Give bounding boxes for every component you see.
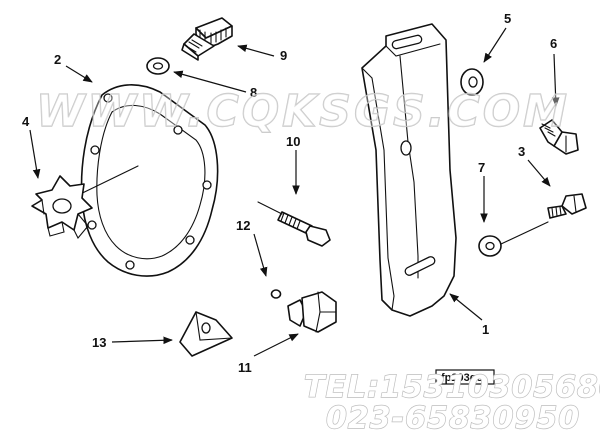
washer-part-7 bbox=[478, 221, 549, 257]
hex-bolt-part-6 bbox=[539, 119, 579, 155]
leader-12 bbox=[253, 233, 268, 277]
leader-lines bbox=[29, 27, 560, 357]
washer-part-5 bbox=[460, 68, 484, 96]
callout-3: 3 bbox=[518, 144, 525, 159]
leader-3 bbox=[527, 159, 551, 187]
hex-bolt-part-3 bbox=[547, 193, 587, 219]
callout-7: 7 bbox=[478, 160, 485, 175]
flange-bolt-part-9 bbox=[181, 17, 233, 61]
callout-9: 9 bbox=[280, 48, 287, 63]
leader-9 bbox=[237, 44, 275, 57]
gasket-plate-part-2 bbox=[67, 84, 219, 277]
hex-plug-part-11 bbox=[287, 291, 337, 333]
watermark-phone: TEL:15310305680 bbox=[304, 370, 600, 405]
leader-8 bbox=[173, 70, 247, 93]
callout-6: 6 bbox=[550, 36, 557, 51]
watermark-site: WWW.CQKSGS.COM bbox=[36, 86, 570, 137]
o-ring-part-12 bbox=[270, 289, 282, 299]
watermark: WWW.CQKSGS.COM TEL:15310305680 023-65830… bbox=[35, 85, 600, 436]
leader-1 bbox=[449, 293, 483, 321]
callout-12: 12 bbox=[236, 218, 250, 233]
leader-4 bbox=[29, 129, 41, 179]
coupling-star-part-4 bbox=[31, 175, 93, 239]
callout-10: 10 bbox=[286, 134, 300, 149]
callout-4: 4 bbox=[22, 114, 30, 129]
leader-13 bbox=[111, 336, 173, 345]
leader-11 bbox=[253, 333, 299, 357]
figure-tag-text: fp203ge bbox=[441, 372, 483, 384]
callout-8: 8 bbox=[250, 85, 257, 100]
callout-11: 11 bbox=[238, 360, 252, 375]
leader-6 bbox=[551, 53, 560, 107]
watermark-alt-phone: 023-65830950 bbox=[326, 401, 580, 436]
mounting-bracket-part-1 bbox=[361, 23, 457, 317]
callout-13: 13 bbox=[92, 335, 106, 350]
callout-labels: 9 8 2 4 5 6 10 3 7 12 1 13 11 bbox=[22, 11, 557, 375]
threaded-stud-part-10 bbox=[257, 201, 331, 247]
callout-2: 2 bbox=[54, 52, 61, 67]
leader-5 bbox=[483, 27, 507, 63]
leader-2 bbox=[65, 65, 93, 83]
callout-1: 1 bbox=[482, 322, 489, 337]
washer-part-8 bbox=[146, 57, 170, 75]
callout-5: 5 bbox=[504, 11, 511, 26]
clip-part-13 bbox=[179, 311, 233, 357]
figure-tag: fp203ge bbox=[435, 369, 495, 385]
